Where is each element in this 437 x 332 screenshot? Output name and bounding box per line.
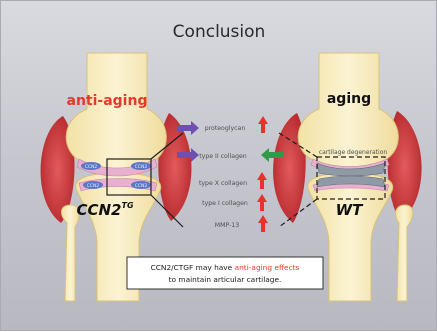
marker-list: proteoglycan type II collagen type X col… — [177, 116, 283, 232]
svg-text:CCN2: CCN2 — [85, 164, 98, 170]
left-joint-label: anti-aging — [67, 93, 148, 109]
left-joint-femur — [66, 53, 166, 169]
svg-text:CCN2: CCN2 — [135, 183, 148, 189]
mmp-13-up-arrow — [258, 215, 268, 232]
proteoglycan-up-arrow — [258, 116, 268, 133]
marker-proteoglycan: proteoglycan — [205, 125, 246, 132]
conclusion-line-2: to maintain articular cartilage. — [169, 275, 282, 284]
svg-text:CCN2: CCN2 — [87, 183, 100, 189]
svg-text:CCN2: CCN2 — [135, 164, 148, 170]
type-x-collagen-up-arrow — [257, 172, 267, 189]
right-joint-genotype: WT — [336, 201, 365, 219]
right-joint-label: aging — [327, 91, 371, 107]
conclusion-box: CCN2/CTGF may have anti-aging effects to… — [127, 257, 323, 289]
up-arrows — [257, 116, 268, 232]
marker-type-ii-collagen: type II collagen — [199, 153, 247, 160]
left-joint-fibula — [61, 205, 79, 301]
marker-type-i-collagen: type I collagen — [202, 200, 248, 207]
conclusion-line-1: CCN2/CTGF may have anti-aging effects — [151, 263, 300, 272]
type-i-collagen-up-arrow — [257, 194, 267, 211]
right-joint-fibula — [396, 205, 413, 301]
marker-mmp-13: MMP-13 — [215, 222, 239, 229]
slide-title: Conclusion — [173, 22, 266, 42]
right-joint-note: cartilage degeneration — [319, 149, 388, 156]
marker-type-x-collagen: type X collagen — [199, 180, 247, 187]
